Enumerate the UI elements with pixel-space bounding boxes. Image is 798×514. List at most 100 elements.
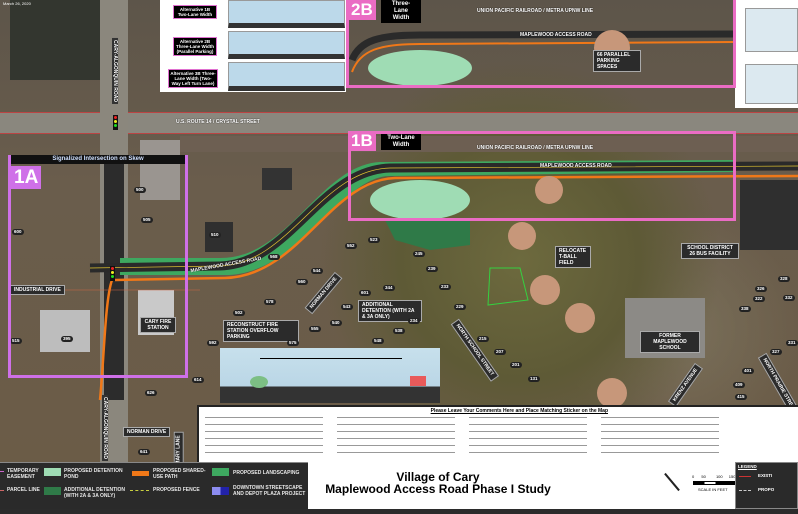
label-railroad-2b: UNION PACIFIC RAILROAD / METRA UPNW LINE: [477, 8, 594, 14]
comment-line[interactable]: [205, 431, 323, 432]
parcel-number: 415: [735, 394, 747, 400]
comments-header: Please Leave Your Comments Here and Plac…: [430, 408, 608, 414]
cross-section-panel: Alternative 1B Two-Lane Width Alternativ…: [160, 0, 346, 92]
traffic-signal-icon: [110, 266, 115, 281]
parcel-number: 544: [311, 268, 323, 274]
alt-label: Alternative 3B Three-Lane Width (Two-Way…: [168, 69, 218, 88]
title-block: Village of Cary Maplewood Access Road Ph…: [308, 462, 738, 509]
parcel-number: 548: [372, 338, 384, 344]
callout-school: FORMER MAPLEWOOD SCHOOL: [640, 331, 700, 353]
ballfield: [565, 303, 595, 333]
right-legend-item: EXISTI: [758, 473, 773, 478]
tball-field-outline: [487, 267, 529, 306]
comment-line[interactable]: [469, 452, 587, 453]
parcel-number: 338: [739, 306, 751, 312]
comment-line[interactable]: [601, 417, 719, 418]
callout-tball: RELOCATE T-BALL FIELD: [555, 246, 591, 268]
parcel-number: 409: [733, 382, 745, 388]
right-legend-title: LEGEND: [738, 464, 757, 469]
building: [40, 310, 90, 352]
building: [140, 140, 180, 200]
cross-section-image: [745, 8, 798, 52]
callout-fire-station: CARY FIRE STATION: [140, 317, 176, 333]
parcel-number: 626: [145, 390, 157, 396]
parcel-number: 234: [408, 318, 420, 324]
footer-bar: [0, 509, 798, 514]
legend-downtown-streetscape: DOWNTOWN STREETSCAPE AND DEPOT PLAZA PRO…: [233, 485, 306, 497]
comment-line[interactable]: [469, 431, 587, 432]
legend-parcel-line: PARCEL LINE: [7, 487, 40, 493]
alt-2b-tag: 2B: [348, 0, 376, 20]
traffic-signal-icon: [113, 115, 118, 130]
parcel-number: 538: [393, 328, 405, 334]
label-cary-algonquin-south: CARY-ALGONQUIN ROAD: [102, 394, 109, 462]
callout-fire-parking: RECONSTRUCT FIRE STATION OVERFLOW PARKIN…: [223, 320, 299, 342]
parcel-number: 322: [753, 296, 765, 302]
ballfield: [597, 378, 627, 408]
parcel-number: 560: [296, 279, 308, 285]
legend-swatch: [212, 487, 229, 495]
legend-additional-detention: ADDITIONAL DETENTION (WITH 2A & 3A ONLY): [64, 487, 126, 499]
comment-line[interactable]: [337, 445, 455, 446]
right-legend-item: PROPO: [758, 487, 775, 492]
parcel-number: 331: [786, 340, 798, 346]
comment-line[interactable]: [601, 431, 719, 432]
label-cary-algonquin: CARY-ALGONQUIN ROAD: [112, 37, 119, 105]
alt-2b-subtitle: Three-Lane Width: [381, 0, 421, 23]
comment-line[interactable]: [469, 445, 587, 446]
comment-line[interactable]: [205, 445, 323, 446]
scale-bar: [693, 481, 738, 485]
north-arrow-icon: [664, 472, 680, 492]
detention-pond-2b: [368, 50, 472, 86]
comment-line[interactable]: [337, 431, 455, 432]
scale-label: SCALE IN FEET: [698, 487, 728, 492]
comment-line[interactable]: [469, 424, 587, 425]
comment-line[interactable]: [469, 438, 587, 439]
date-label: March 26, 2020: [3, 1, 31, 6]
legend-swatch: [212, 468, 229, 476]
detention-pond-1b: [370, 180, 470, 220]
parcel-number: 500: [134, 187, 146, 193]
comment-line[interactable]: [205, 452, 323, 453]
comment-line[interactable]: [337, 417, 455, 418]
comment-line[interactable]: [601, 438, 719, 439]
parcel-number: 131: [528, 376, 540, 382]
alt-1a-tag: 1A: [11, 166, 42, 189]
parcel-number: 245: [413, 251, 425, 257]
legend-swatch: [44, 468, 61, 476]
parcel-number: 502: [233, 310, 245, 316]
comment-line[interactable]: [601, 445, 719, 446]
parcel-number: 592: [207, 340, 219, 346]
alt-label: Alternative 1B Two-Lane Width: [173, 5, 217, 19]
comment-line[interactable]: [337, 424, 455, 425]
parcel-number: 614: [192, 377, 204, 383]
comment-line[interactable]: [205, 424, 323, 425]
comments-area: Please Leave Your Comments Here and Plac…: [197, 405, 798, 462]
comment-line[interactable]: [601, 452, 719, 453]
parcel-number: 401: [742, 368, 754, 374]
access-road-cross-section: [220, 348, 440, 403]
comment-line[interactable]: [205, 438, 323, 439]
right-legend: LEGEND EXISTI PROPO: [735, 462, 798, 509]
comment-line[interactable]: [601, 424, 719, 425]
legend-proposed-fence: PROPOSED FENCE: [153, 487, 200, 493]
building: [262, 168, 292, 190]
scale-tick: 0: [692, 474, 695, 479]
map-title-line2: Maplewood Access Road Phase I Study: [325, 482, 551, 496]
parcel-number: 505: [141, 217, 153, 223]
comment-line[interactable]: [337, 452, 455, 453]
legend-panel: TEMPORARY EASEMENT PARCEL LINE PROPOSED …: [0, 462, 308, 509]
legend-detention-pond: PROPOSED DETENTION POND: [64, 468, 123, 480]
label-norman-2: NORMAN DRIVE: [123, 427, 171, 437]
pond: [10, 0, 100, 80]
parcel-number: 327: [770, 349, 782, 355]
callout-parking: 66 PARALLEL PARKING SPACES: [593, 50, 641, 72]
label-access-1b: MAPLEWOOD ACCESS ROAD: [540, 163, 612, 169]
parcel-number: 207: [494, 349, 506, 355]
comment-line[interactable]: [337, 438, 455, 439]
additional-detention: [385, 220, 470, 250]
parcel-number: 328: [778, 276, 790, 282]
comment-line[interactable]: [469, 417, 587, 418]
comment-line[interactable]: [205, 417, 323, 418]
shared-use-path: [98, 174, 798, 401]
